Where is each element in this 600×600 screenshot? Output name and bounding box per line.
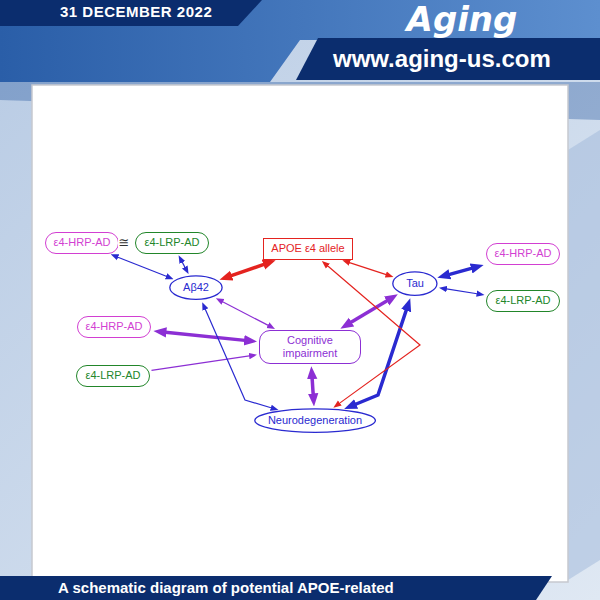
connector-arrow [443, 288, 480, 294]
caption-bar [0, 576, 552, 600]
date-band [0, 0, 262, 26]
connector-arrow [161, 332, 250, 341]
journal-logo: Aging [407, 0, 518, 39]
figure-panel [32, 85, 568, 582]
journal-url: www.aging-us.com [333, 45, 551, 73]
ellipse-outline-shape [170, 276, 222, 300]
subgroup-pill: ε4-HRP-AD [45, 232, 120, 253]
node-text: ε4-LRP-AD [144, 236, 199, 249]
ellipse-outline-shape [255, 409, 376, 433]
connector-arrow [346, 262, 389, 276]
node-text: ε4-HRP-AD [86, 320, 143, 333]
outcome-box: Cognitive impairment [259, 330, 361, 364]
biomarker-ellipse: Aβ42 [169, 275, 223, 300]
subgroup-pill: ε4-HRP-AD [486, 243, 561, 264]
connector-arrow [312, 373, 314, 399]
node-text: Neurodegeneration [268, 414, 362, 427]
issue-date: 31 DECEMBER 2022 [60, 3, 212, 20]
equivalence-sign: ≅ [118, 236, 131, 251]
url-band [296, 38, 600, 80]
biomarker-ellipse: Neurodegeneration [254, 408, 376, 433]
node-text: ε4-LRP-AD [85, 369, 140, 382]
node-text: Tau [406, 277, 424, 290]
node-text: ε4-HRP-AD [495, 247, 552, 260]
connector-arrow [444, 267, 477, 276]
ellipse-outline-shape [393, 272, 437, 296]
connector-arrow [181, 259, 187, 270]
subgroup-pill: ε4-HRP-AD [77, 316, 152, 337]
side-accent [568, 130, 600, 580]
subgroup-pill: ε4-LRP-AD [76, 365, 149, 386]
subgroup-pill: ε4-LRP-AD [135, 232, 208, 253]
subgroup-pill: ε4-LRP-AD [486, 290, 559, 311]
figure-caption: A schematic diagram of potential APOE-re… [58, 579, 394, 596]
connector-arrow [220, 300, 271, 327]
connector-arrow [151, 355, 252, 370]
connector-arrow [115, 256, 170, 278]
biomarker-ellipse: Tau [392, 271, 438, 296]
connector-arrow [226, 263, 269, 278]
node-text: APOE ε4 allele [271, 242, 344, 255]
node-text: Aβ42 [183, 281, 209, 294]
node-text: ε4-LRP-AD [495, 294, 550, 307]
gene-box: APOE ε4 allele [263, 238, 352, 259]
node-text: Cognitive impairment [270, 334, 350, 360]
node-text: ε4-HRP-AD [54, 236, 111, 249]
header-band [0, 0, 600, 82]
